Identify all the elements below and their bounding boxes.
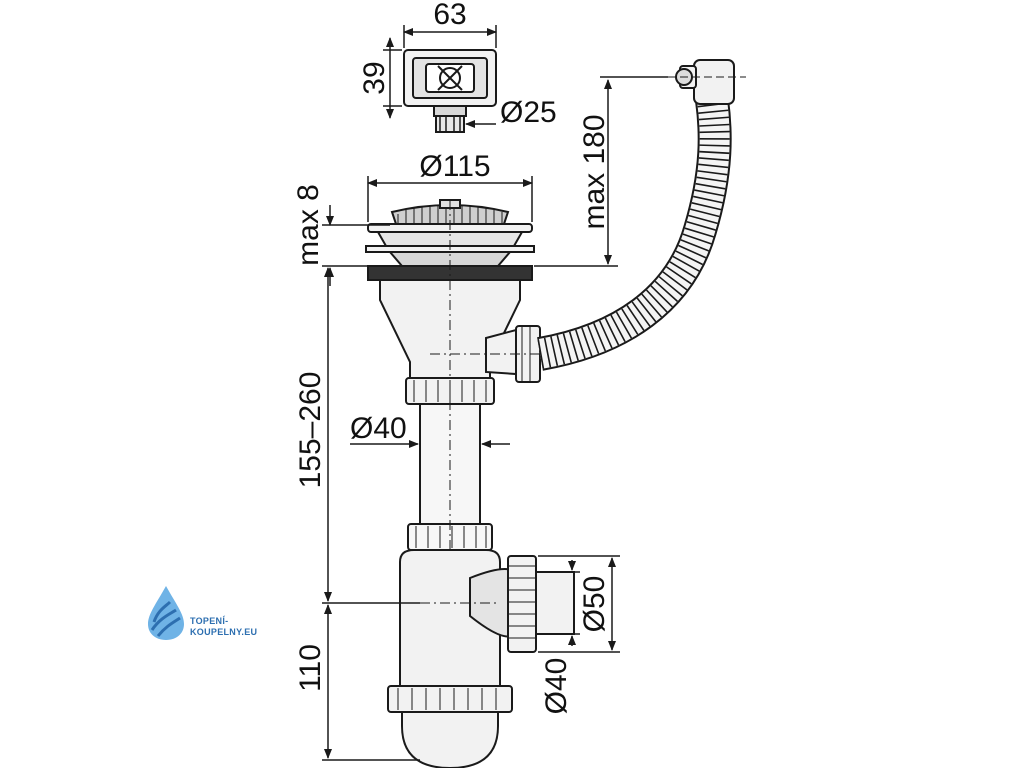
overflow-height-label: 39 [358,61,391,94]
side-outlet-inner-label: Ø40 [540,658,573,715]
trap-height-label: 110 [294,644,327,692]
height-dimension-lines [322,267,420,761]
overflow-width-label: 63 [433,0,466,31]
overflow-dimension-lines [383,25,497,128]
strainer-diameter-label: Ø115 [419,150,490,183]
hose-height-dimension-lines [534,76,668,267]
overflow-outlet-label: Ø25 [500,96,557,129]
sink-thickness-label: max 8 [292,184,325,266]
side-outlet-label: Ø50 [578,576,611,633]
overflow-cap [403,49,497,133]
side-outlet-nut [507,555,575,653]
bottle-trap [387,549,513,768]
hose-height-label: max 180 [578,114,611,229]
corrugated-hose [536,97,732,371]
side-outlet-dimension-lines [538,555,620,653]
pipe-diameter-label: Ø40 [350,412,407,445]
brand-logo-icon [148,586,184,640]
brand-line-2: KOUPELNY.EU [190,627,258,637]
brand-text: TOPENÍ- KOUPELNY.EU [190,616,257,638]
brand-line-1: TOPENÍ- [190,616,229,626]
hose-overflow-fitting [668,59,746,105]
drop-height-label: 155–260 [294,372,327,489]
